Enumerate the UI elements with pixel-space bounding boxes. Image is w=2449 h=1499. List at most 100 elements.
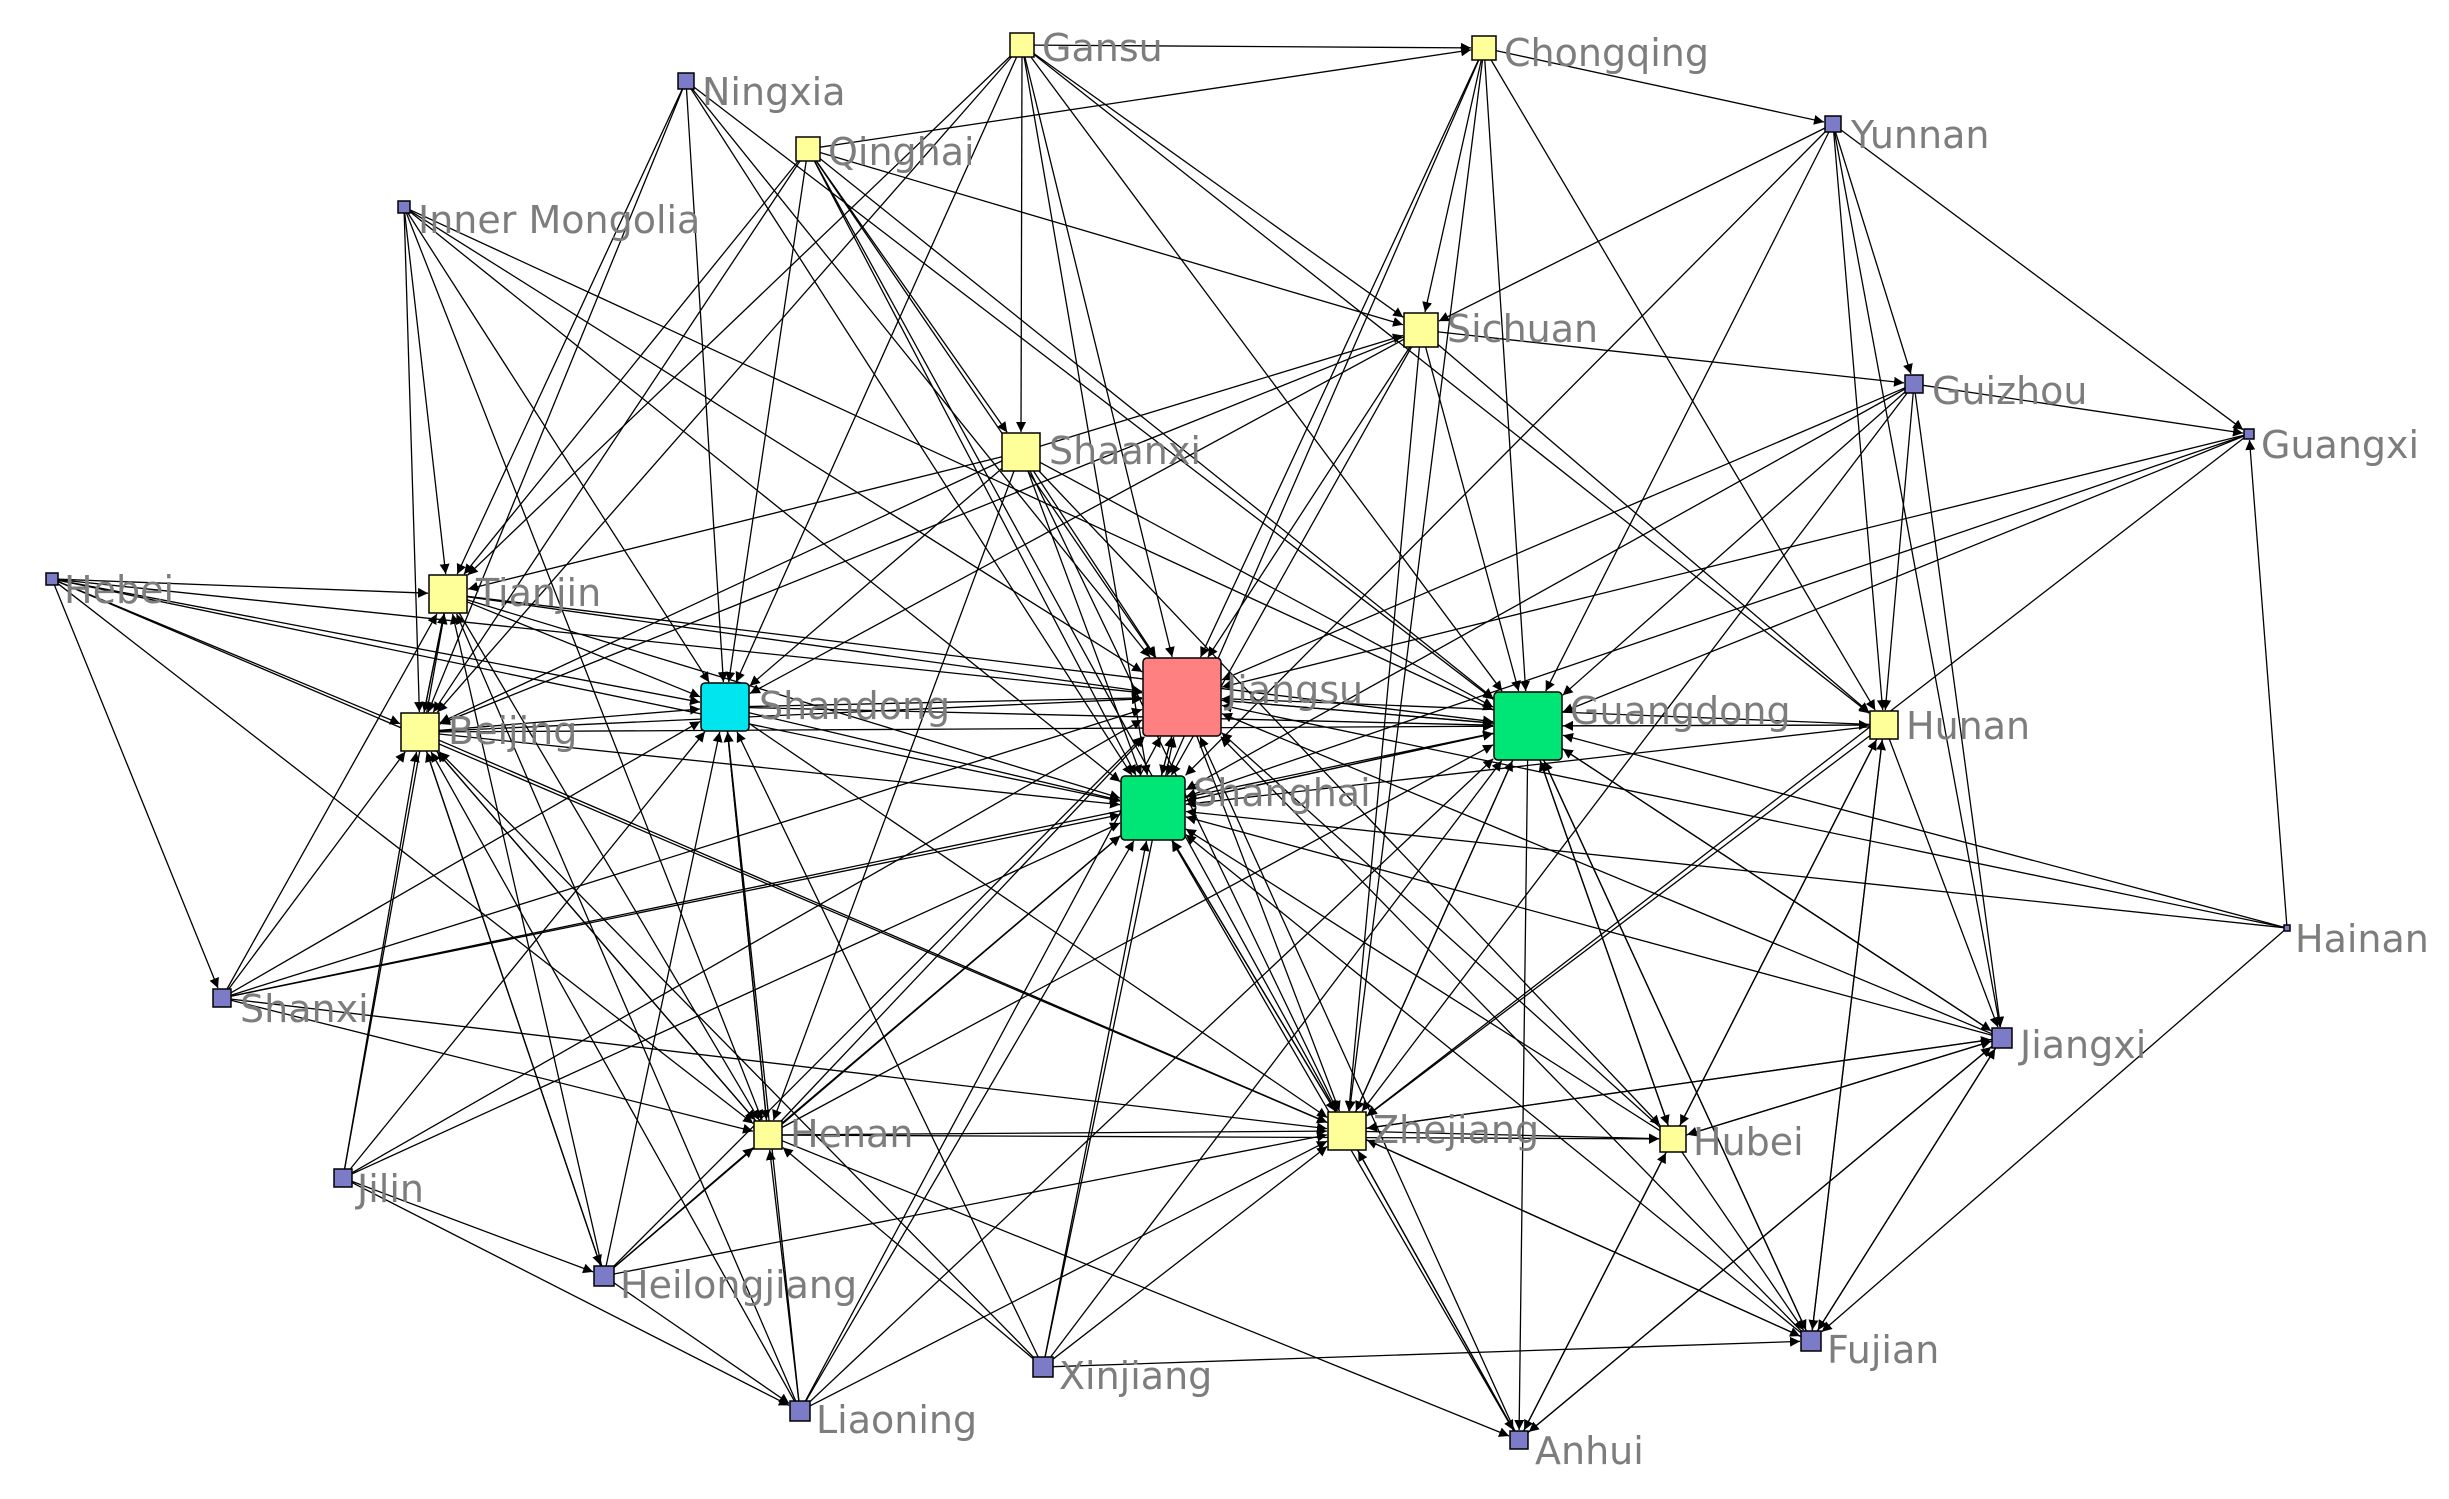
node-shaanxi[interactable] [1001,432,1041,472]
edge-chongqing-to-yunnan [1495,49,1825,125]
edge-yunnan-to-guangdong [1545,131,1830,692]
edge-beijing-to-shandong [438,704,701,732]
edge-hebei-to-shanghai [57,579,1121,804]
edge-shanxi-to-guangdong [230,730,1494,997]
edge-zhejiang-to-hubei [1365,1130,1660,1144]
node-shandong[interactable] [700,682,750,732]
edge-gansu-to-sichuan [1033,53,1404,318]
node-liaoning[interactable] [789,1400,811,1422]
node-guangxi[interactable] [2243,428,2255,440]
edge-hunan-to-shanghai [1185,725,1871,809]
edge-shaanxi-to-tianjin [467,456,1003,592]
edge-henan-to-jiangsu [780,736,1145,1122]
edges-layer [53,42,2288,1437]
node-hubei[interactable] [1659,1125,1687,1153]
edge-sichuan-to-jiangsu [1207,346,1411,658]
node-heilongjiang[interactable] [593,1265,615,1287]
edge-jilin-to-jiangsu [351,719,1143,1174]
node-qinghai[interactable] [795,136,821,162]
edge-hebei-to-jiangsu [57,578,1143,697]
node-yunnan[interactable] [1824,115,1842,133]
edge-shaanxi-to-guangdong [1039,461,1494,708]
node-chongqing[interactable] [1471,35,1497,61]
edge-qinghai-to-tianjin [463,160,799,575]
edge-innermongolia-to-beijing [403,212,425,713]
edge-xinjiang-to-guangdong [1050,760,1503,1358]
edge-hubei-to-jiangsu [1221,732,1661,1128]
edge-gansu-to-guangdong [1030,56,1503,692]
edge-gansu-to-chongqing [1033,42,1472,53]
edge-jilin-to-heilongjiang [351,1180,594,1274]
node-henan[interactable] [753,1120,783,1150]
node-zhejiang[interactable] [1327,1111,1367,1151]
edge-fujian-to-zhejiang [1366,1139,1802,1338]
edge-chongqing-to-jiangsu [1200,59,1479,658]
node-innermongolia[interactable] [397,200,411,214]
edge-guizhou-to-jiangsu [1221,387,1906,681]
node-anhui[interactable] [1509,1430,1529,1450]
edge-shaanxi-to-sichuan [1039,333,1404,447]
edge-hebei-to-tianjin [57,578,429,598]
node-ningxia[interactable] [677,72,695,90]
edge-shanxi-to-tianjin [226,613,438,990]
edge-fujian-to-jiangxi [1816,1048,1996,1332]
node-label-beijing: Beijing [448,709,577,753]
edge-liaoning-to-jiangsu [804,736,1162,1402]
node-xinjiang[interactable] [1032,1356,1054,1378]
node-label-shanxi: Shanxi [240,987,369,1031]
node-label-sichuan: Sichuan [1447,307,1598,351]
edge-henan-to-hubei [781,1133,1660,1144]
node-jilin[interactable] [333,1168,353,1188]
edge-liaoning-to-zhejiang [809,1140,1328,1407]
edge-liaoning-to-henan [765,1149,800,1402]
edge-ningxia-to-beijing [427,88,684,713]
edge-innermongolia-to-jiangsu [409,210,1143,673]
node-hunan[interactable] [1869,710,1899,740]
node-label-guangxi: Guangxi [2261,423,2419,467]
node-guizhou[interactable] [1904,374,1924,394]
node-label-zhejiang: Zhejiang [1373,1108,1539,1152]
edge-hubei-to-jiangxi [1685,1039,1992,1136]
node-shanghai[interactable] [1120,775,1186,841]
edge-guangdong-to-anhui [1514,759,1529,1431]
edge-beijing-to-jiangsu [438,694,1143,732]
edge-shaanxi-to-henan [772,470,1015,1121]
node-beijing[interactable] [400,712,440,752]
node-gansu[interactable] [1009,32,1035,58]
node-fujian[interactable] [1800,1330,1822,1352]
node-label-jiangsu: Jiangsu [1224,668,1363,712]
edge-chongqing-to-zhejiang [1345,59,1484,1112]
edge-heilongjiang-to-liaoning [613,1282,790,1405]
node-guangdong[interactable] [1493,691,1563,761]
edge-hainan-to-guangxi [2245,439,2288,926]
edge-jilin-to-shanghai [351,822,1121,1175]
node-sichuan[interactable] [1403,312,1439,348]
edge-heilongjiang-to-henan [613,1147,754,1268]
edge-xinjiang-to-zhejiang [1052,1145,1328,1360]
node-label-shaanxi: Shaanxi [1049,429,1201,473]
edge-hebei-to-shanxi [53,584,219,989]
edge-heilongjiang-to-jiangsu [613,736,1143,1267]
node-jiangsu[interactable] [1142,657,1222,737]
edge-beijing-to-tianjin [423,613,447,714]
node-shanxi[interactable] [212,988,232,1008]
edge-qinghai-to-shaanxi [815,160,1008,433]
node-hainan[interactable] [2283,924,2291,932]
node-label-liaoning: Liaoning [816,1398,977,1442]
node-tianjin[interactable] [428,574,468,614]
edge-hubei-to-fujian [1681,1151,1805,1331]
node-hebei[interactable] [45,572,59,586]
edge-ningxia-to-tianjin [456,88,683,575]
node-label-jilin: Jilin [355,1167,424,1211]
node-label-guangdong: Guangdong [1570,689,1791,733]
node-jiangxi[interactable] [1991,1027,2013,1049]
edge-guangdong-to-shanghai [1185,732,1495,804]
edge-innermongolia-to-shandong [407,212,710,683]
edge-yunnan-to-sichuan [1438,127,1826,322]
edge-heilongjiang-to-beijing [425,751,602,1267]
edge-sichuan-to-shandong [749,338,1405,695]
edge-tianjin-to-guangdong [466,595,1494,726]
edge-hunan-to-guangdong [1562,720,1871,731]
node-label-hubei: Hubei [1693,1120,1804,1164]
